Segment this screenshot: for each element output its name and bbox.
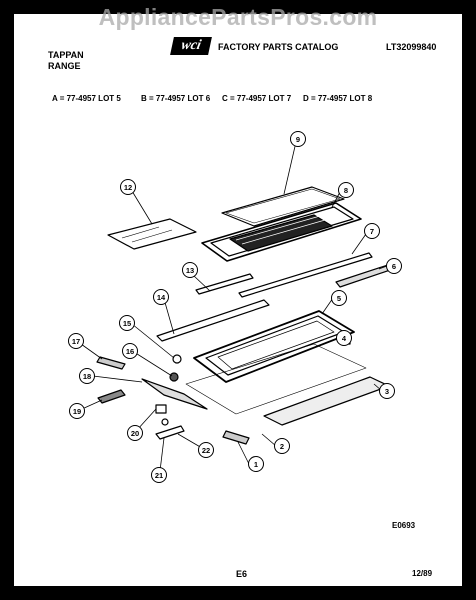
svg-text:9: 9 bbox=[296, 135, 300, 144]
callout-17: 17 bbox=[68, 333, 84, 349]
brand-line-1: TAPPAN bbox=[48, 50, 84, 60]
svg-text:18: 18 bbox=[83, 372, 91, 381]
drawing-code: E0693 bbox=[392, 521, 416, 530]
svg-text:15: 15 bbox=[123, 319, 131, 328]
catalog-number: LT32099840 bbox=[386, 42, 437, 52]
callout-9: 9 bbox=[290, 131, 306, 147]
callout-6: 6 bbox=[386, 258, 402, 274]
callout-1: 1 bbox=[248, 456, 264, 472]
svg-text:4: 4 bbox=[342, 334, 347, 343]
part-15 bbox=[172, 354, 182, 364]
svg-text:17: 17 bbox=[72, 337, 80, 346]
part-8-frame bbox=[201, 202, 362, 262]
svg-text:12: 12 bbox=[124, 183, 132, 192]
parts-catalog-sheet: TAPPAN RANGE wci FACTORY PARTS CATALOG L… bbox=[14, 14, 462, 586]
part-19 bbox=[97, 389, 126, 404]
part-9-glass bbox=[221, 186, 345, 227]
model-b: B = 77-4957 LOT 6 bbox=[141, 94, 211, 103]
model-d: D = 77-4957 LOT 8 bbox=[303, 94, 373, 103]
callout-20: 20 bbox=[127, 425, 143, 441]
part-1 bbox=[222, 430, 250, 445]
svg-text:7: 7 bbox=[370, 227, 374, 236]
callout-13: 13 bbox=[182, 262, 198, 278]
part-12-glass-panel bbox=[107, 218, 197, 250]
callouts: 1 2 3 4 5 6 7 8 9 12 13 14 15 16 17 18 1… bbox=[68, 131, 402, 483]
part-18-handle bbox=[141, 378, 208, 410]
exploded-parts-diagram: 1 2 3 4 5 6 7 8 9 12 13 14 15 16 17 18 1… bbox=[68, 131, 402, 483]
svg-text:20: 20 bbox=[131, 429, 139, 438]
svg-text:16: 16 bbox=[126, 347, 134, 356]
svg-text:22: 22 bbox=[202, 446, 210, 455]
part-14-strip bbox=[156, 299, 270, 342]
callout-12: 12 bbox=[120, 179, 136, 195]
brand-line-2: RANGE bbox=[48, 61, 81, 71]
callout-15: 15 bbox=[119, 315, 135, 331]
revision-date: 12/89 bbox=[412, 569, 433, 578]
callout-19: 19 bbox=[69, 403, 85, 419]
catalog-title: FACTORY PARTS CATALOG bbox=[218, 42, 339, 52]
svg-text:13: 13 bbox=[186, 266, 194, 275]
part-20 bbox=[155, 404, 167, 414]
model-c: C = 77-4957 LOT 7 bbox=[222, 94, 292, 103]
part-21 bbox=[161, 418, 169, 426]
part-17 bbox=[96, 356, 126, 370]
callout-7: 7 bbox=[364, 223, 380, 239]
door-glass bbox=[185, 343, 367, 415]
callout-2: 2 bbox=[274, 438, 290, 454]
callout-21: 21 bbox=[151, 467, 167, 483]
part-16 bbox=[169, 372, 179, 382]
callout-3: 3 bbox=[379, 383, 395, 399]
callout-4: 4 bbox=[336, 330, 352, 346]
svg-text:14: 14 bbox=[157, 293, 166, 302]
svg-text:19: 19 bbox=[73, 407, 81, 416]
callout-22: 22 bbox=[198, 442, 214, 458]
part-7-trim bbox=[238, 252, 373, 298]
page-code: E6 bbox=[236, 569, 248, 579]
callout-5: 5 bbox=[331, 290, 347, 306]
part-3-rail bbox=[263, 376, 390, 426]
svg-text:21: 21 bbox=[155, 471, 163, 480]
leader-lines bbox=[80, 141, 388, 472]
callout-18: 18 bbox=[79, 368, 95, 384]
callout-16: 16 bbox=[122, 343, 138, 359]
svg-text:5: 5 bbox=[337, 294, 341, 303]
part-22 bbox=[155, 425, 185, 440]
svg-text:1: 1 bbox=[254, 460, 258, 469]
callout-14: 14 bbox=[153, 289, 169, 305]
model-a: A = 77-4957 LOT 5 bbox=[52, 94, 121, 103]
svg-text:6: 6 bbox=[392, 262, 396, 271]
svg-text:2: 2 bbox=[280, 442, 284, 451]
svg-text:8: 8 bbox=[344, 186, 348, 195]
part-13-strip bbox=[195, 273, 254, 295]
callout-8: 8 bbox=[338, 182, 354, 198]
svg-text:3: 3 bbox=[385, 387, 389, 396]
